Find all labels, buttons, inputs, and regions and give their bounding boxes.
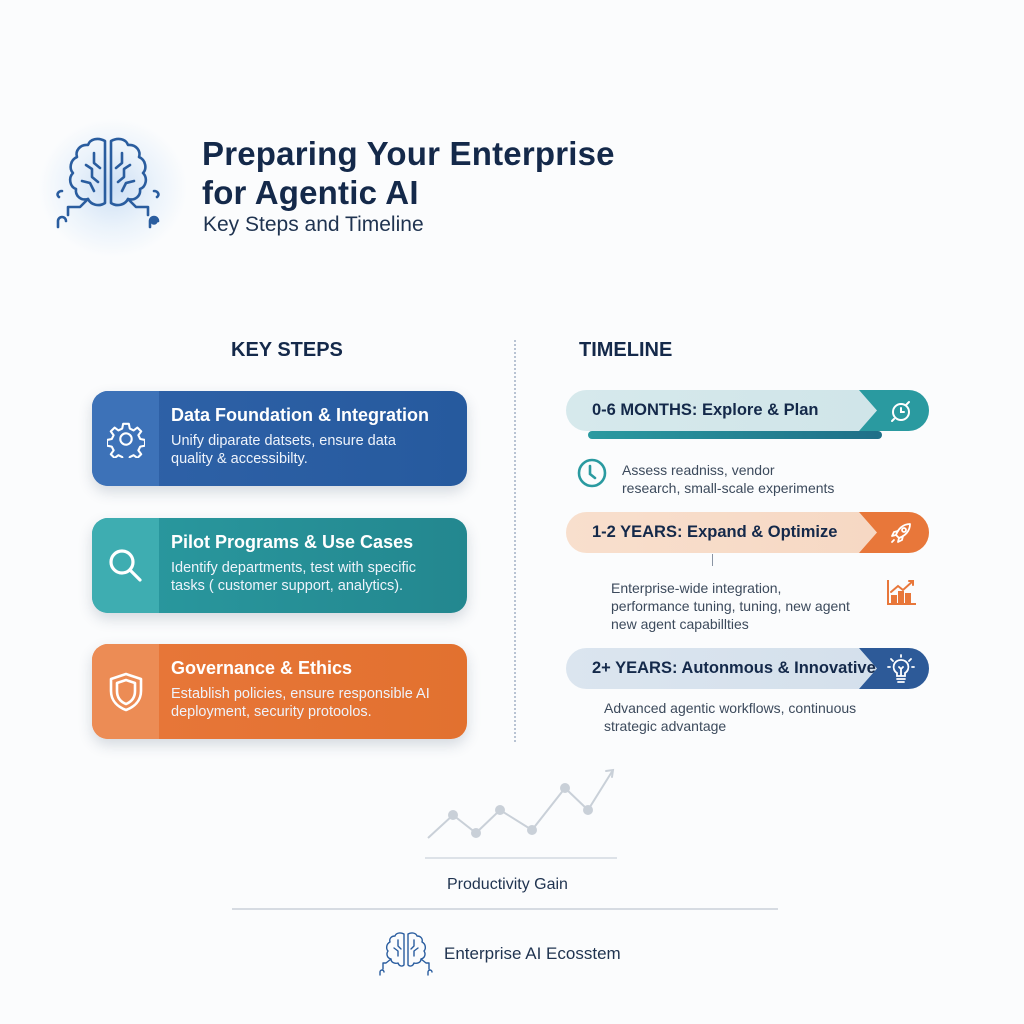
title-line-1: Preparing Your Enterprise bbox=[202, 135, 615, 172]
timeline-desc-line: strategic advantage bbox=[604, 718, 727, 734]
step-title: Pilot Programs & Use Cases bbox=[171, 532, 414, 552]
step-title: Data Foundation & Integration bbox=[171, 405, 429, 425]
step-desc-line: Identify departments, test with specific bbox=[171, 560, 416, 576]
shield-icon bbox=[109, 672, 142, 711]
timeline-label: 0-6 MONTHS: Explore & Plan bbox=[592, 401, 819, 419]
timeline-banner-2-plus-years: 2+ YEARS: Autonmous & Innovative bbox=[566, 648, 929, 689]
footer-divider bbox=[232, 908, 778, 910]
rocket-icon bbox=[891, 522, 911, 543]
timeline-desc: Assess readniss, vendor research, small-… bbox=[622, 461, 834, 497]
timeline-label: 1-2 YEARS: Expand & Optimize bbox=[592, 523, 838, 541]
step-card-pilot-programs: Pilot Programs & Use Cases Identify depa… bbox=[92, 518, 467, 613]
brain-circuit-icon bbox=[379, 932, 433, 976]
step-desc-line: Unify diparate datsets, ensure data bbox=[171, 433, 396, 449]
timeline-desc: Advanced agentic workflows, continuous s… bbox=[604, 699, 856, 735]
title-line-2: for Agentic AI bbox=[202, 174, 419, 211]
gear-icon bbox=[106, 422, 145, 458]
section-divider bbox=[514, 340, 516, 742]
page-title: Preparing Your Enterprise for Agentic AI bbox=[202, 134, 615, 212]
timeline-desc-line: research, small-scale experiments bbox=[622, 480, 835, 496]
page-subtitle: Key Steps and Timeline bbox=[203, 213, 424, 236]
timeline-progress-bar bbox=[588, 431, 882, 439]
footer-label: Enterprise AI Ecosstem bbox=[444, 944, 621, 963]
search-icon bbox=[108, 548, 142, 582]
timeline-label: 2+ YEARS: Autonmous & Innovative bbox=[592, 659, 876, 677]
step-card-data-foundation: Data Foundation & Integration Unify dipa… bbox=[92, 391, 467, 486]
step-desc-line: deployment, security protoolos. bbox=[171, 704, 372, 720]
timeline-desc-line: Enterprise-wide integration, bbox=[611, 580, 782, 596]
timeline-heading: TIMELINE bbox=[579, 339, 673, 361]
clock-icon bbox=[577, 458, 607, 488]
timeline-banner-1-2-years: 1-2 YEARS: Expand & Optimize bbox=[566, 512, 929, 553]
step-title: Governance & Ethics bbox=[171, 658, 353, 678]
step-card-governance: Governance & Ethics Establish policies, … bbox=[92, 644, 467, 739]
step-desc-line: tasks ( customer support, analytics). bbox=[171, 578, 404, 594]
timeline-desc-line: performance tuning, tuning, new agent bbox=[611, 598, 850, 614]
timeline-desc: Enterprise-wide integration, performance… bbox=[611, 579, 850, 633]
step-desc-line: Establish policies, ensure responsible A… bbox=[171, 686, 430, 702]
timeline-desc-line: Assess readniss, vendor bbox=[622, 462, 775, 478]
timeline-desc-line: new agent capabillties bbox=[611, 616, 749, 632]
trend-up-line-icon bbox=[425, 768, 617, 859]
stopwatch-icon bbox=[891, 400, 910, 422]
timeline-connector bbox=[712, 554, 713, 566]
productivity-label: Productivity Gain bbox=[447, 876, 568, 893]
bar-chart-growth-icon bbox=[887, 580, 916, 605]
lightbulb-icon bbox=[887, 653, 915, 683]
timeline-desc-line: Advanced agentic workflows, continuous bbox=[604, 700, 857, 716]
timeline-banner-0-6-months: 0-6 MONTHS: Explore & Plan bbox=[566, 390, 929, 431]
brain-circuit-icon bbox=[56, 137, 160, 229]
step-desc-line: quality & accessibilty. bbox=[171, 451, 308, 467]
key-steps-heading: KEY STEPS bbox=[231, 339, 343, 361]
